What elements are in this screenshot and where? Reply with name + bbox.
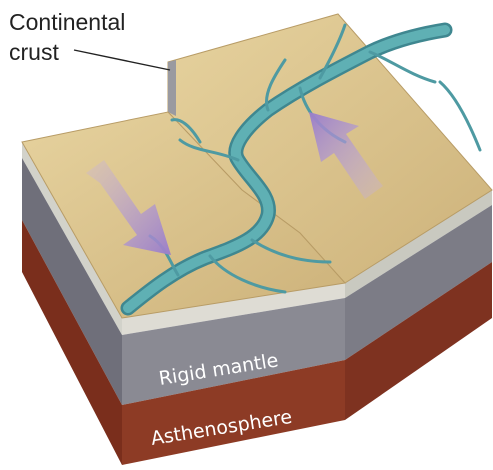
crust-leader-line [74, 50, 170, 70]
continental-label: Continental [9, 8, 125, 36]
crust-label: crust [9, 38, 59, 66]
fault-scarp [168, 60, 176, 116]
